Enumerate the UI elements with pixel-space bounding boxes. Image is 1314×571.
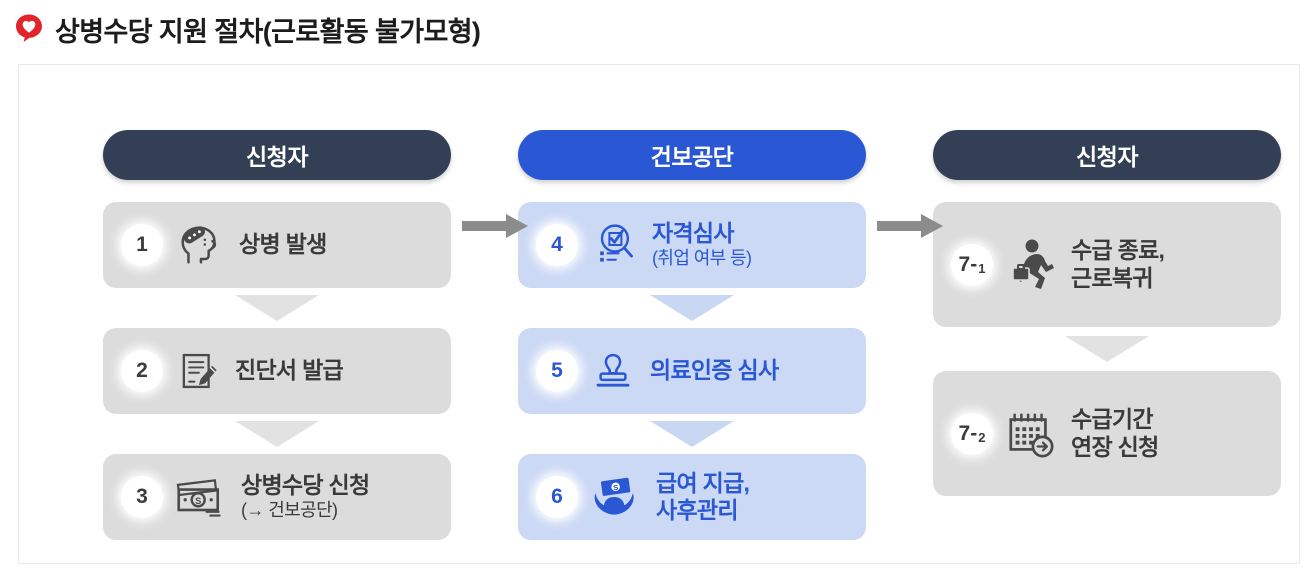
step-labels: 자격심사 (취업 여부 등) bbox=[652, 220, 752, 270]
running-person-briefcase-icon bbox=[1005, 237, 1057, 293]
step-labels: 수급기간 연장 신청 bbox=[1071, 406, 1159, 460]
step-label: 의료인증 심사 bbox=[650, 357, 779, 384]
svg-text:S: S bbox=[195, 496, 201, 506]
down-triangle-icon bbox=[933, 336, 1281, 362]
heart-pin-icon bbox=[14, 13, 44, 43]
step-label: 진단서 발급 bbox=[235, 357, 344, 384]
diagram-panel: 신청자 1 bbox=[18, 64, 1300, 564]
stamp-icon bbox=[590, 348, 636, 394]
step-card-7-1[interactable]: 7-1 수급 종료, 근로복귀 bbox=[933, 202, 1281, 327]
down-triangle-icon bbox=[103, 421, 451, 447]
document-pen-icon bbox=[175, 348, 221, 394]
column-header-label: 신청자 bbox=[1076, 144, 1138, 170]
cash-money-icon: S bbox=[175, 476, 227, 518]
right-arrow-icon bbox=[877, 213, 943, 239]
column-header-label: 신청자 bbox=[246, 144, 308, 170]
calendar-arrow-icon bbox=[1005, 409, 1057, 459]
magnifier-checklist-icon bbox=[590, 221, 638, 269]
page-header: 상병수당 지원 절차(근로활동 불가모형) bbox=[0, 0, 1314, 58]
step-card-5[interactable]: 5 의료인증 심사 bbox=[518, 328, 866, 414]
step-label: 수급 종료, 근로복귀 bbox=[1071, 237, 1165, 291]
step-sublabel: (취업 여부 등) bbox=[652, 248, 752, 269]
flow-column-applicant-2: 신청자 7-1 수급 종료, 근로복귀 bbox=[933, 130, 1281, 496]
step-labels: 상병수당 신청 (→ 건보공단) bbox=[241, 472, 370, 522]
step-card-4[interactable]: 4 자격심사 bbox=[518, 202, 866, 288]
step-labels: 급여 지급, 사후관리 bbox=[656, 469, 750, 524]
column-header-nhis: 건보공단 bbox=[518, 130, 866, 180]
step-number-badge: 7-2 bbox=[951, 412, 993, 455]
flow-column-applicant-1: 신청자 1 bbox=[103, 130, 451, 540]
step-card-6[interactable]: 6 S 급여 지급, 사후관리 bbox=[518, 454, 866, 540]
step-card-2[interactable]: 2 진단서 발급 bbox=[103, 328, 451, 414]
step-number-badge: 2 bbox=[121, 350, 163, 392]
step-number-badge: 7-1 bbox=[951, 243, 993, 286]
step-labels: 의료인증 심사 bbox=[650, 357, 779, 384]
step-number-badge: 4 bbox=[536, 224, 578, 266]
step-number-badge: 1 bbox=[121, 224, 163, 266]
step-card-7-2[interactable]: 7-2 bbox=[933, 371, 1281, 496]
step-label: 상병수당 신청 bbox=[241, 472, 370, 499]
page-title: 상병수당 지원 절차(근로활동 불가모형) bbox=[55, 16, 481, 47]
step-label: 수급기간 연장 신청 bbox=[1071, 406, 1159, 460]
down-triangle-icon bbox=[518, 295, 866, 321]
down-triangle-icon bbox=[518, 421, 866, 447]
flow-column-nhis: 건보공단 4 bbox=[518, 130, 866, 540]
step-sublabel: (→ 건보공단) bbox=[241, 500, 338, 521]
step-labels: 수급 종료, 근로복귀 bbox=[1071, 237, 1165, 291]
column-header-label: 건보공단 bbox=[650, 144, 734, 170]
step-card-1[interactable]: 1 bbox=[103, 202, 451, 288]
step-number-badge: 3 bbox=[121, 476, 163, 518]
step-label: 상병 발생 bbox=[239, 231, 327, 258]
down-triangle-icon bbox=[103, 295, 451, 321]
column-header-applicant-2: 신청자 bbox=[933, 130, 1281, 180]
step-number-badge: 6 bbox=[536, 476, 578, 518]
step-label: 급여 지급, 사후관리 bbox=[656, 469, 750, 523]
head-bandage-icon bbox=[175, 220, 225, 270]
column-header-applicant-1: 신청자 bbox=[103, 130, 451, 180]
right-arrow-icon bbox=[462, 213, 528, 239]
step-number-badge: 5 bbox=[536, 350, 578, 392]
step-labels: 진단서 발급 bbox=[235, 357, 344, 384]
hands-money-icon: S bbox=[590, 474, 642, 520]
step-labels: 상병 발생 bbox=[239, 231, 327, 258]
step-label: 자격심사 bbox=[652, 220, 735, 247]
svg-text:S: S bbox=[613, 483, 619, 493]
step-card-3[interactable]: 3 S 상병수당 bbox=[103, 454, 451, 540]
